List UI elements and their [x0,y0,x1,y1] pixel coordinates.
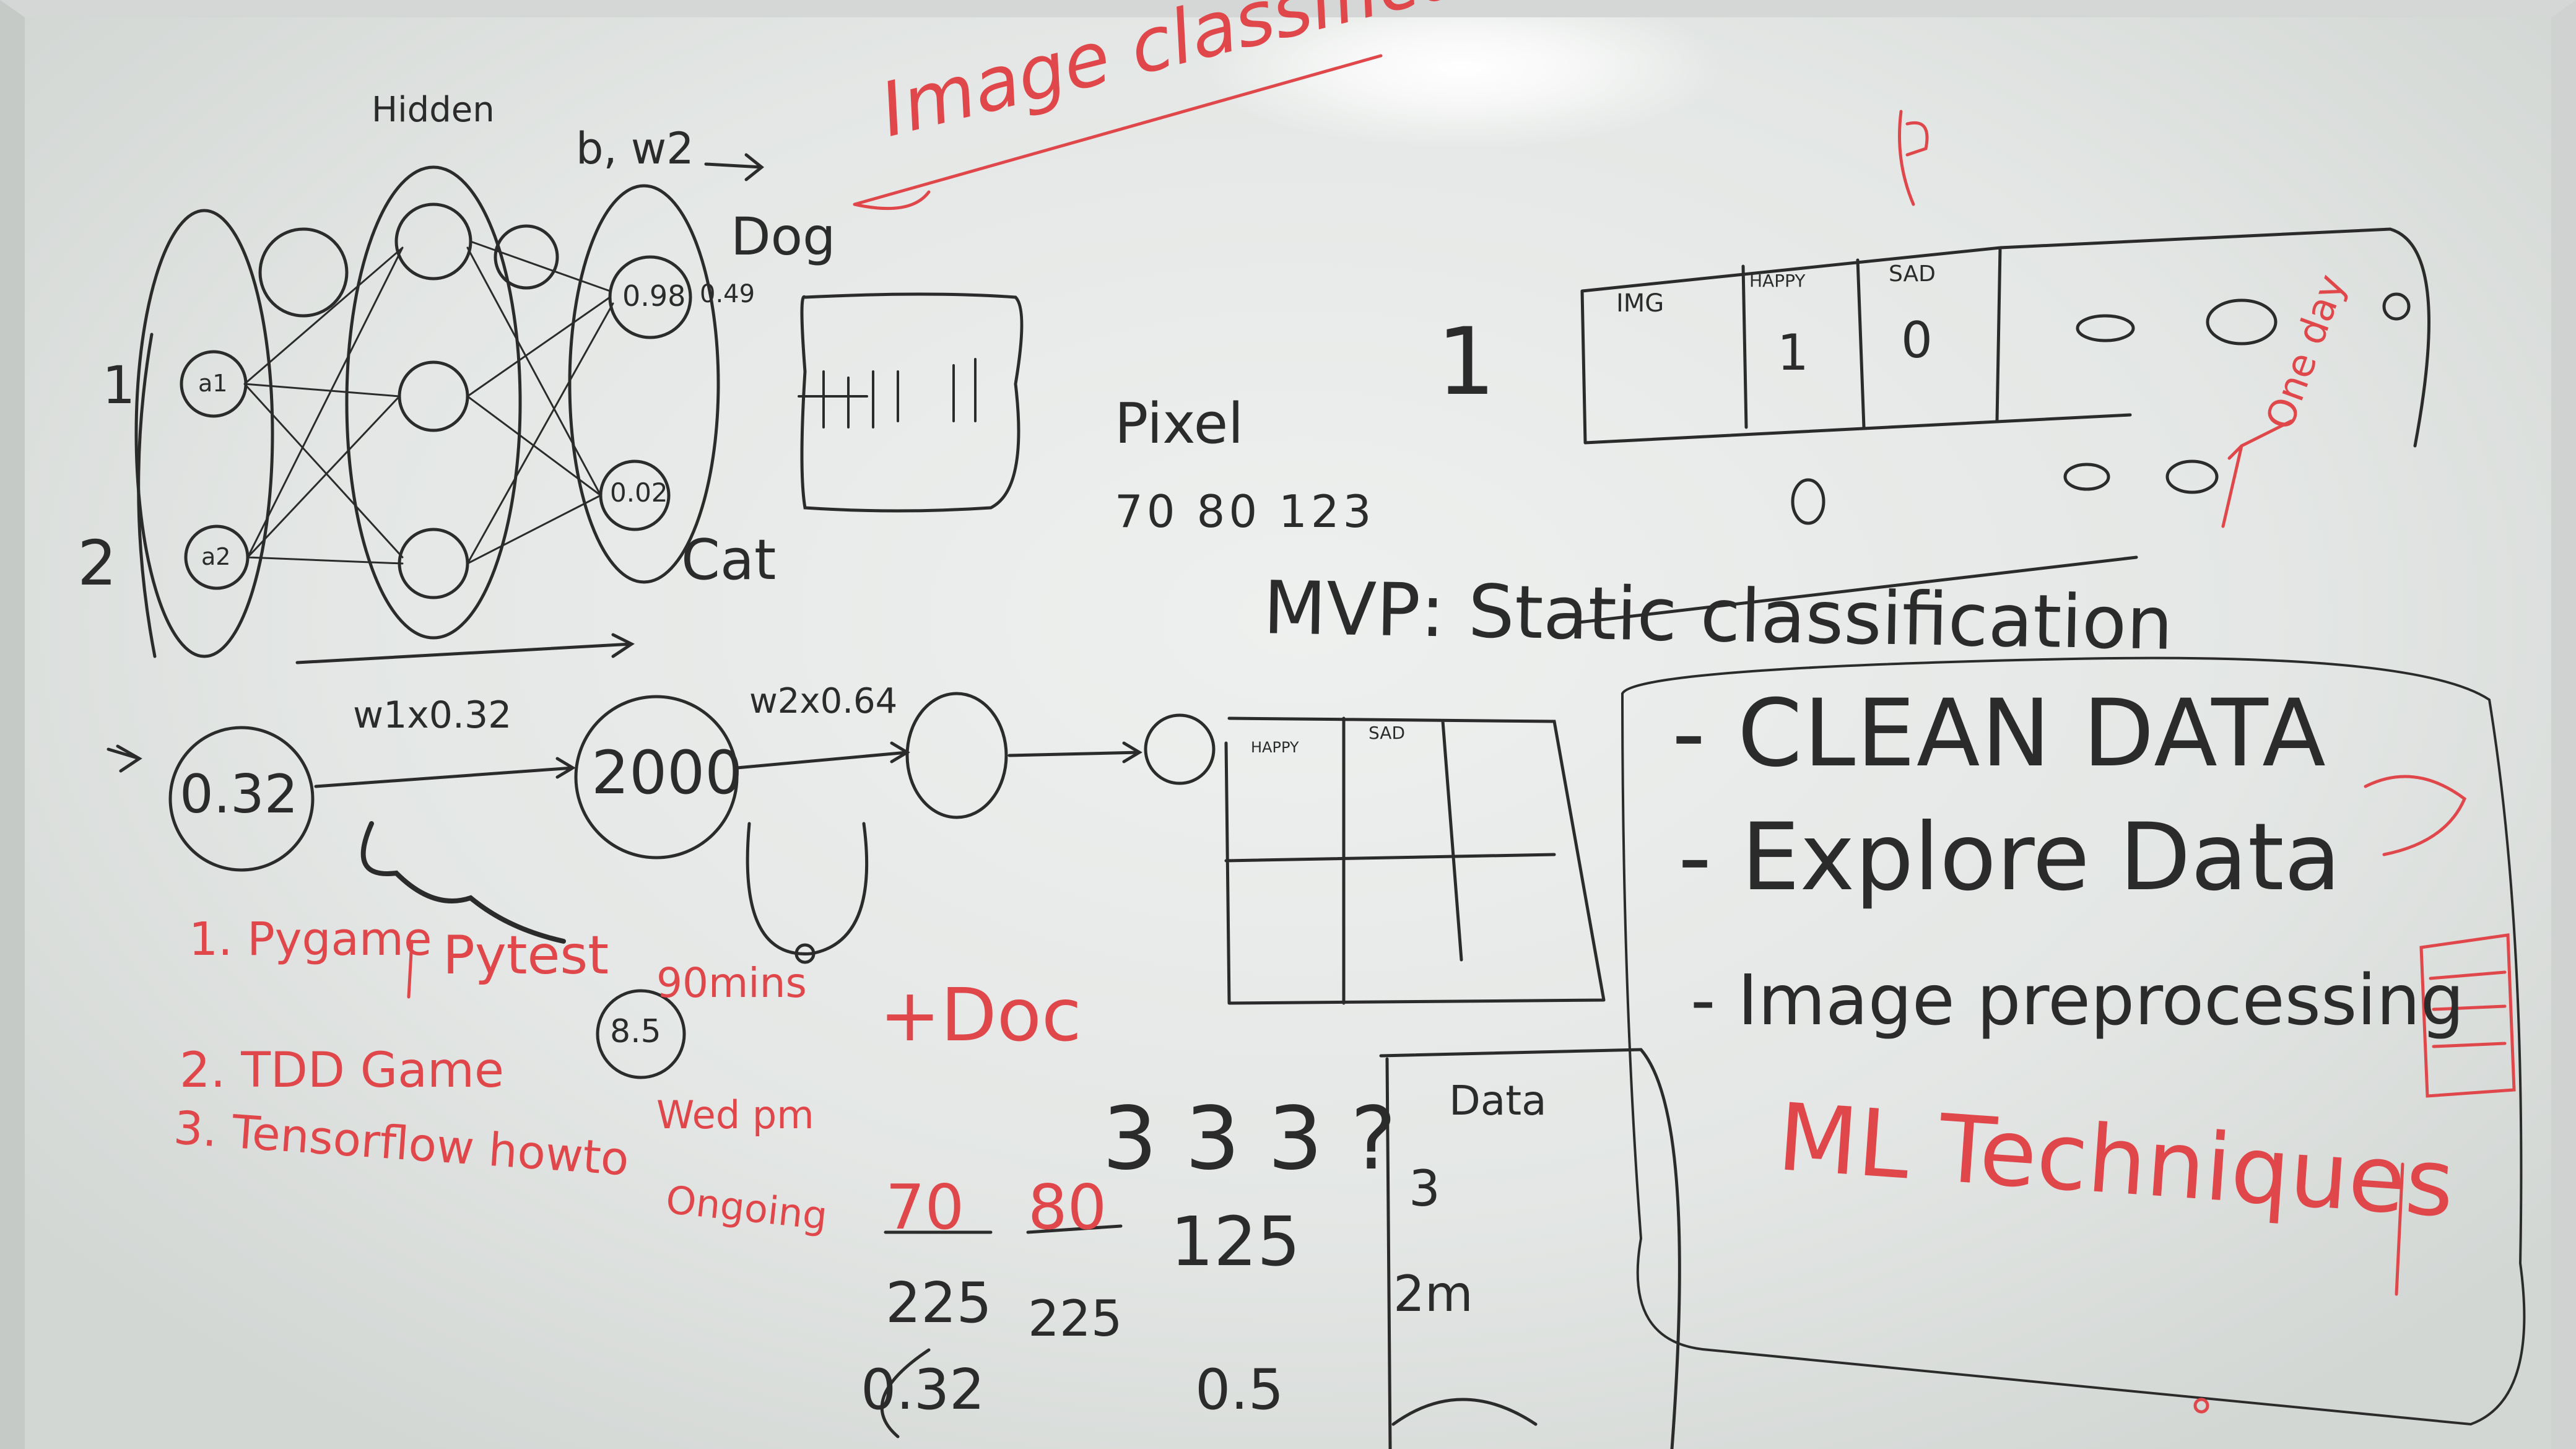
node-label-a2: a2 [201,543,231,570]
list-item-image-preprocessing: - Image preprocessing [1690,960,2465,1041]
layer-group-input [134,209,274,658]
threes: 3 3 3 ? [1102,1089,1397,1190]
table-header-happy: HAPPY [1749,271,1806,291]
table-value-happy: 1 [1777,324,1809,381]
bottom-value-1: 0.32 [861,1357,985,1422]
list-right-mark [2395,1162,2404,1296]
todo-2: 2. TDD Game [180,1043,504,1099]
node-input-0 [258,227,349,318]
fraction-num-3: 125 [1170,1202,1300,1281]
image-table [1577,227,2430,624]
mvp-heading: MVP: Static classification [1262,565,2174,666]
pytest-divider [407,939,414,999]
doc-note: +Doc [879,972,1082,1058]
loop [746,822,869,955]
grid [1224,716,1606,1005]
node-label-a1: a1 [198,370,228,397]
table-header-sad: SAD [1889,261,1936,287]
arrow-weights [704,153,765,181]
cat-label: Cat [681,528,777,593]
squiggle [360,821,566,944]
node-seq-2 [574,695,739,859]
fraction-num-2: 80 [1028,1171,1107,1243]
todo-1: 1. Pygame [189,913,432,966]
dog-value-2: 0.49 [700,280,755,308]
cat-value: 0.02 [610,477,668,508]
bracket-left [137,333,157,658]
node-hidden-2 [398,528,469,599]
node-value-1: 0.32 [180,764,298,825]
data-box-label: Data [1449,1077,1547,1125]
node-seq-4 [1144,713,1216,785]
table-value-sad: 0 [1901,311,1933,369]
timer-value: 8.5 [610,1013,661,1050]
data-value-1: 3 [1409,1160,1440,1217]
big-one: 1 [1437,308,1496,416]
edge-label-2: w2x0.64 [749,681,898,721]
node-hidden-0 [394,202,472,281]
pixel-label: Pixel [1115,391,1244,456]
edges [243,240,614,565]
side-arrow [2221,419,2293,528]
layer-group-hidden [345,165,522,640]
node-value-2: 2000 [591,738,743,807]
timer-circle [596,989,686,1079]
brackets-right [2419,933,2516,1098]
node-seq-1 [168,726,315,872]
dog-value: 0.98 [622,279,686,313]
pixel-values: 70 80 123 [1115,485,1375,537]
node-hidden-1 [398,360,469,432]
list-item-explore-data: - Explore Data [1678,804,2341,912]
bottom-value-2: 0.5 [1195,1357,1284,1422]
layer-group-output [568,184,720,584]
fraction-den-2: 225 [1028,1290,1123,1347]
dog-label: Dog [731,206,836,267]
node-hidden-3 [494,224,559,290]
data-value-2: 2m [1393,1265,1473,1323]
list-item-clean-data: - CLEAN DATA [1672,680,2327,788]
table-header-img: IMG [1616,289,1664,318]
pixel-sketch [798,358,977,429]
input-label-2: 2 [77,527,117,599]
list-box [1621,656,2526,1426]
edge-label-1: w1x0.32 [353,694,512,737]
weights-label: b, w2 [576,123,694,174]
grid-header-happy: HAPPY [1251,739,1299,756]
data-box [1379,1048,1681,1449]
input-label-1: 1 [102,355,136,416]
pytest-label: Pytest [443,925,609,986]
grid-header-sad: SAD [1368,723,1406,743]
seq-arrows [107,741,1142,788]
node-seq-3 [905,692,1008,819]
title-underline [853,54,1383,211]
fraction-den-1: 225 [886,1271,992,1336]
hidden-label: Hidden [372,90,495,130]
fraction-num-1: 70 [886,1171,965,1243]
wed-pm: Wed pm [656,1092,814,1138]
arrow-flow [295,633,635,664]
image-sketch-box [800,292,1024,513]
duration: 90mins [656,959,807,1007]
